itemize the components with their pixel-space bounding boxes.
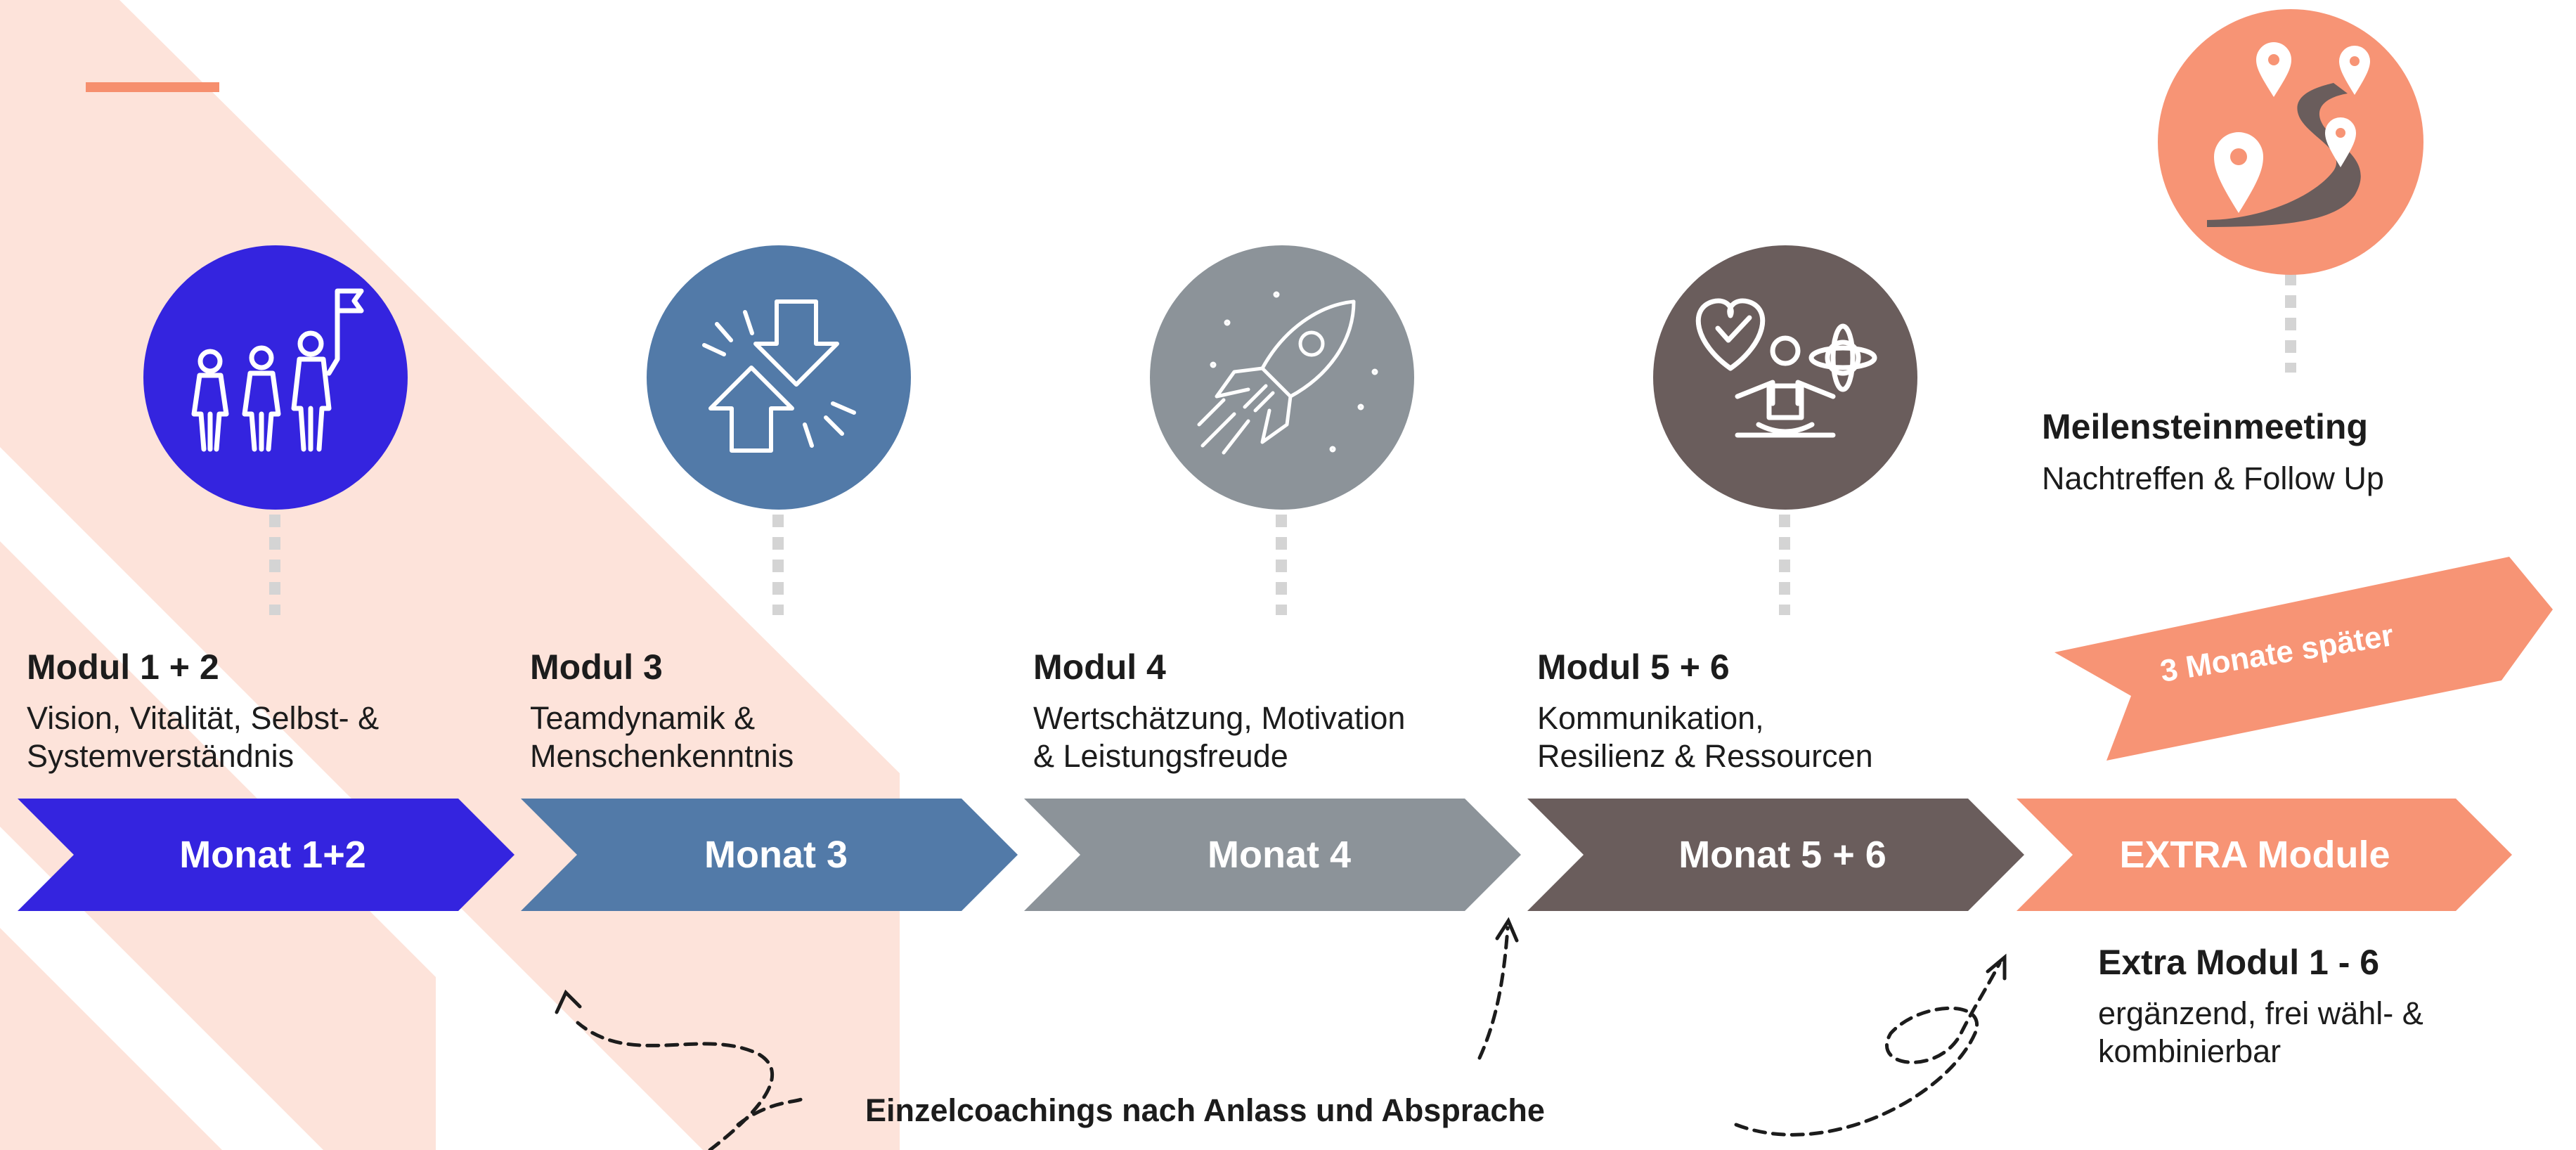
module-3-desc-line2: Menschenkenntnis — [530, 738, 794, 774]
coaching-note: Einzelcoachings nach Anlass und Absprach… — [865, 1092, 1545, 1128]
extra-title: Extra Modul 1 - 6 — [2098, 943, 2380, 982]
module-1-desc-line1: Vision, Vitalität, Selbst- & — [27, 700, 380, 736]
module-4-desc-line1: Wertschätzung, Motivation — [1033, 700, 1406, 736]
milestone-icon-circle — [2158, 9, 2423, 275]
step-extra-chevron — [2017, 799, 2512, 911]
heart-meditation-balance-icon — [1695, 298, 1877, 438]
step-extra-label: EXTRA Module — [2119, 834, 2390, 876]
module-1-desc-line2: Systemverständnis — [27, 738, 295, 774]
road-map-pins-icon — [2207, 42, 2370, 227]
module-4-title: Modul 4 — [1033, 647, 1166, 687]
converging-arrows-icon — [702, 299, 856, 453]
module-5-icon-circle — [1653, 245, 1917, 510]
extra-desc-line1: ergänzend, frei wähl- & — [2098, 995, 2423, 1031]
extra-desc-line2: kombinierbar — [2098, 1033, 2281, 1069]
module-5-title: Modul 5 + 6 — [1537, 647, 1730, 687]
team-leading-flag-icon — [191, 288, 364, 452]
rocket-icon — [1197, 291, 1378, 455]
module-1-icon-circle — [143, 245, 408, 510]
milestone-desc: Nachtreffen & Follow Up — [2042, 460, 2384, 496]
step-1-chevron — [18, 799, 514, 911]
accent-line — [86, 82, 219, 92]
module-4-desc-line2: & Leistungsfreude — [1033, 738, 1288, 774]
step-3-chevron — [1024, 799, 1521, 911]
step-4-chevron — [1527, 799, 2024, 911]
module-3-desc-line1: Teamdynamik & — [530, 700, 756, 736]
step-3-label: Monat 4 — [1207, 834, 1351, 876]
step-1-label: Monat 1+2 — [179, 834, 366, 876]
module-5-desc-line2: Resilienz & Ressourcen — [1537, 738, 1873, 774]
step-2-chevron — [521, 799, 1018, 911]
module-5-desc-line1: Kommunikation, — [1537, 700, 1764, 736]
milestone-title: Meilensteinmeeting — [2042, 407, 2368, 446]
step-2-label: Monat 3 — [704, 834, 848, 876]
module-4-icon-circle — [1150, 245, 1414, 510]
module-3-icon-circle — [647, 245, 911, 510]
module-3-title: Modul 3 — [530, 647, 663, 687]
step-4-label: Monat 5 + 6 — [1678, 834, 1886, 876]
module-1-title: Modul 1 + 2 — [27, 647, 219, 687]
